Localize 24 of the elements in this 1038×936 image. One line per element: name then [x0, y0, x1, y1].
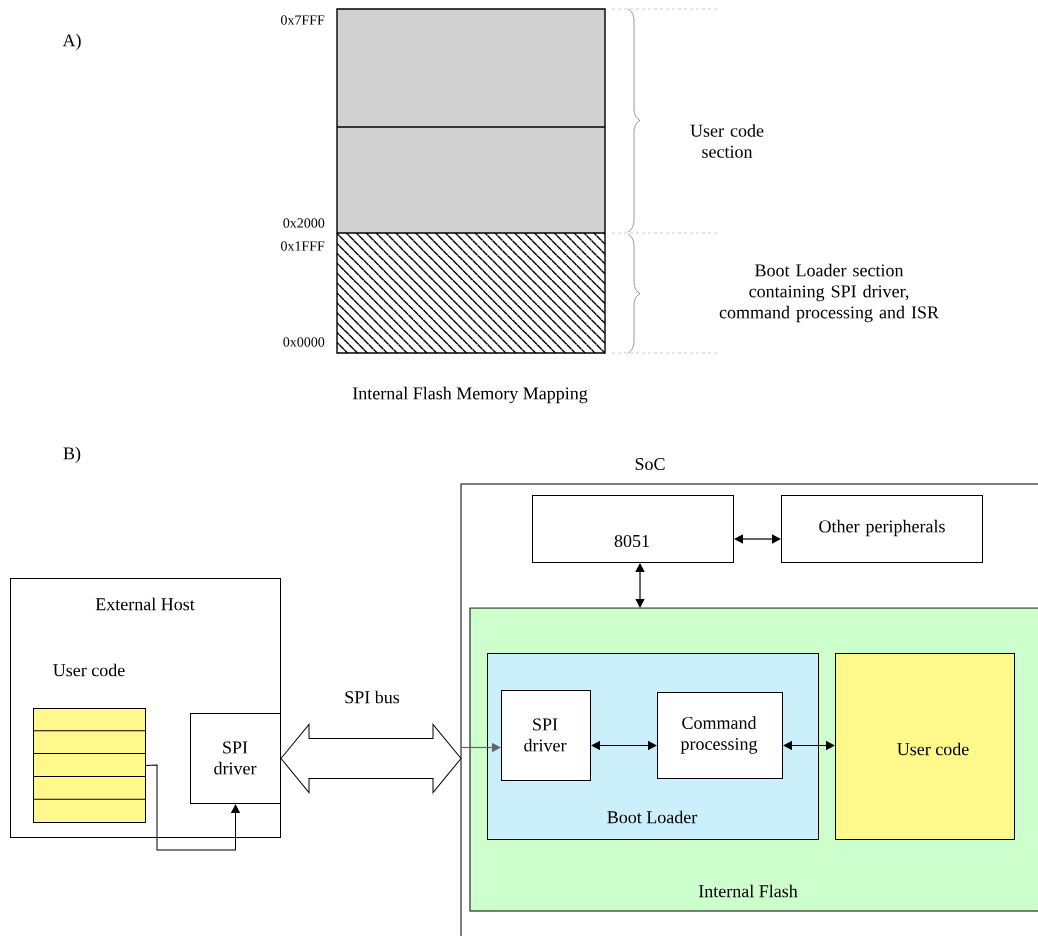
address-label: 0x2000 — [283, 218, 325, 228]
arrow — [145, 764, 240, 851]
cpu-box: 8051 — [532, 495, 734, 563]
node-label: User code — [53, 663, 125, 677]
arrow — [280, 724, 462, 793]
caption: Internal Flash Memory Mapping — [352, 386, 588, 404]
driver-box: SPI driver — [501, 690, 591, 781]
arrow — [635, 563, 645, 608]
command-box: Command processing — [657, 692, 783, 779]
code-stack: User code — [32, 663, 146, 823]
section-label: User code section — [690, 124, 764, 158]
address-label: 0x7FFF — [281, 15, 325, 25]
address-label: 0x1FFF — [281, 241, 325, 251]
panel-letter: B) — [63, 446, 81, 464]
arrow — [734, 534, 781, 544]
arrow — [591, 740, 657, 751]
section-label: Boot Loader section containing SPI driver, command processing and ISR — [719, 263, 939, 323]
peripherals-box: Other peripherals — [781, 495, 983, 563]
user-code-region: User code — [835, 653, 1015, 840]
edge-label: SPI bus — [343, 689, 401, 705]
driver-box: SPI driver — [190, 713, 281, 804]
arrow — [783, 740, 835, 751]
address-label: 0x0000 — [283, 337, 325, 347]
panel-letter: A) — [62, 33, 81, 51]
